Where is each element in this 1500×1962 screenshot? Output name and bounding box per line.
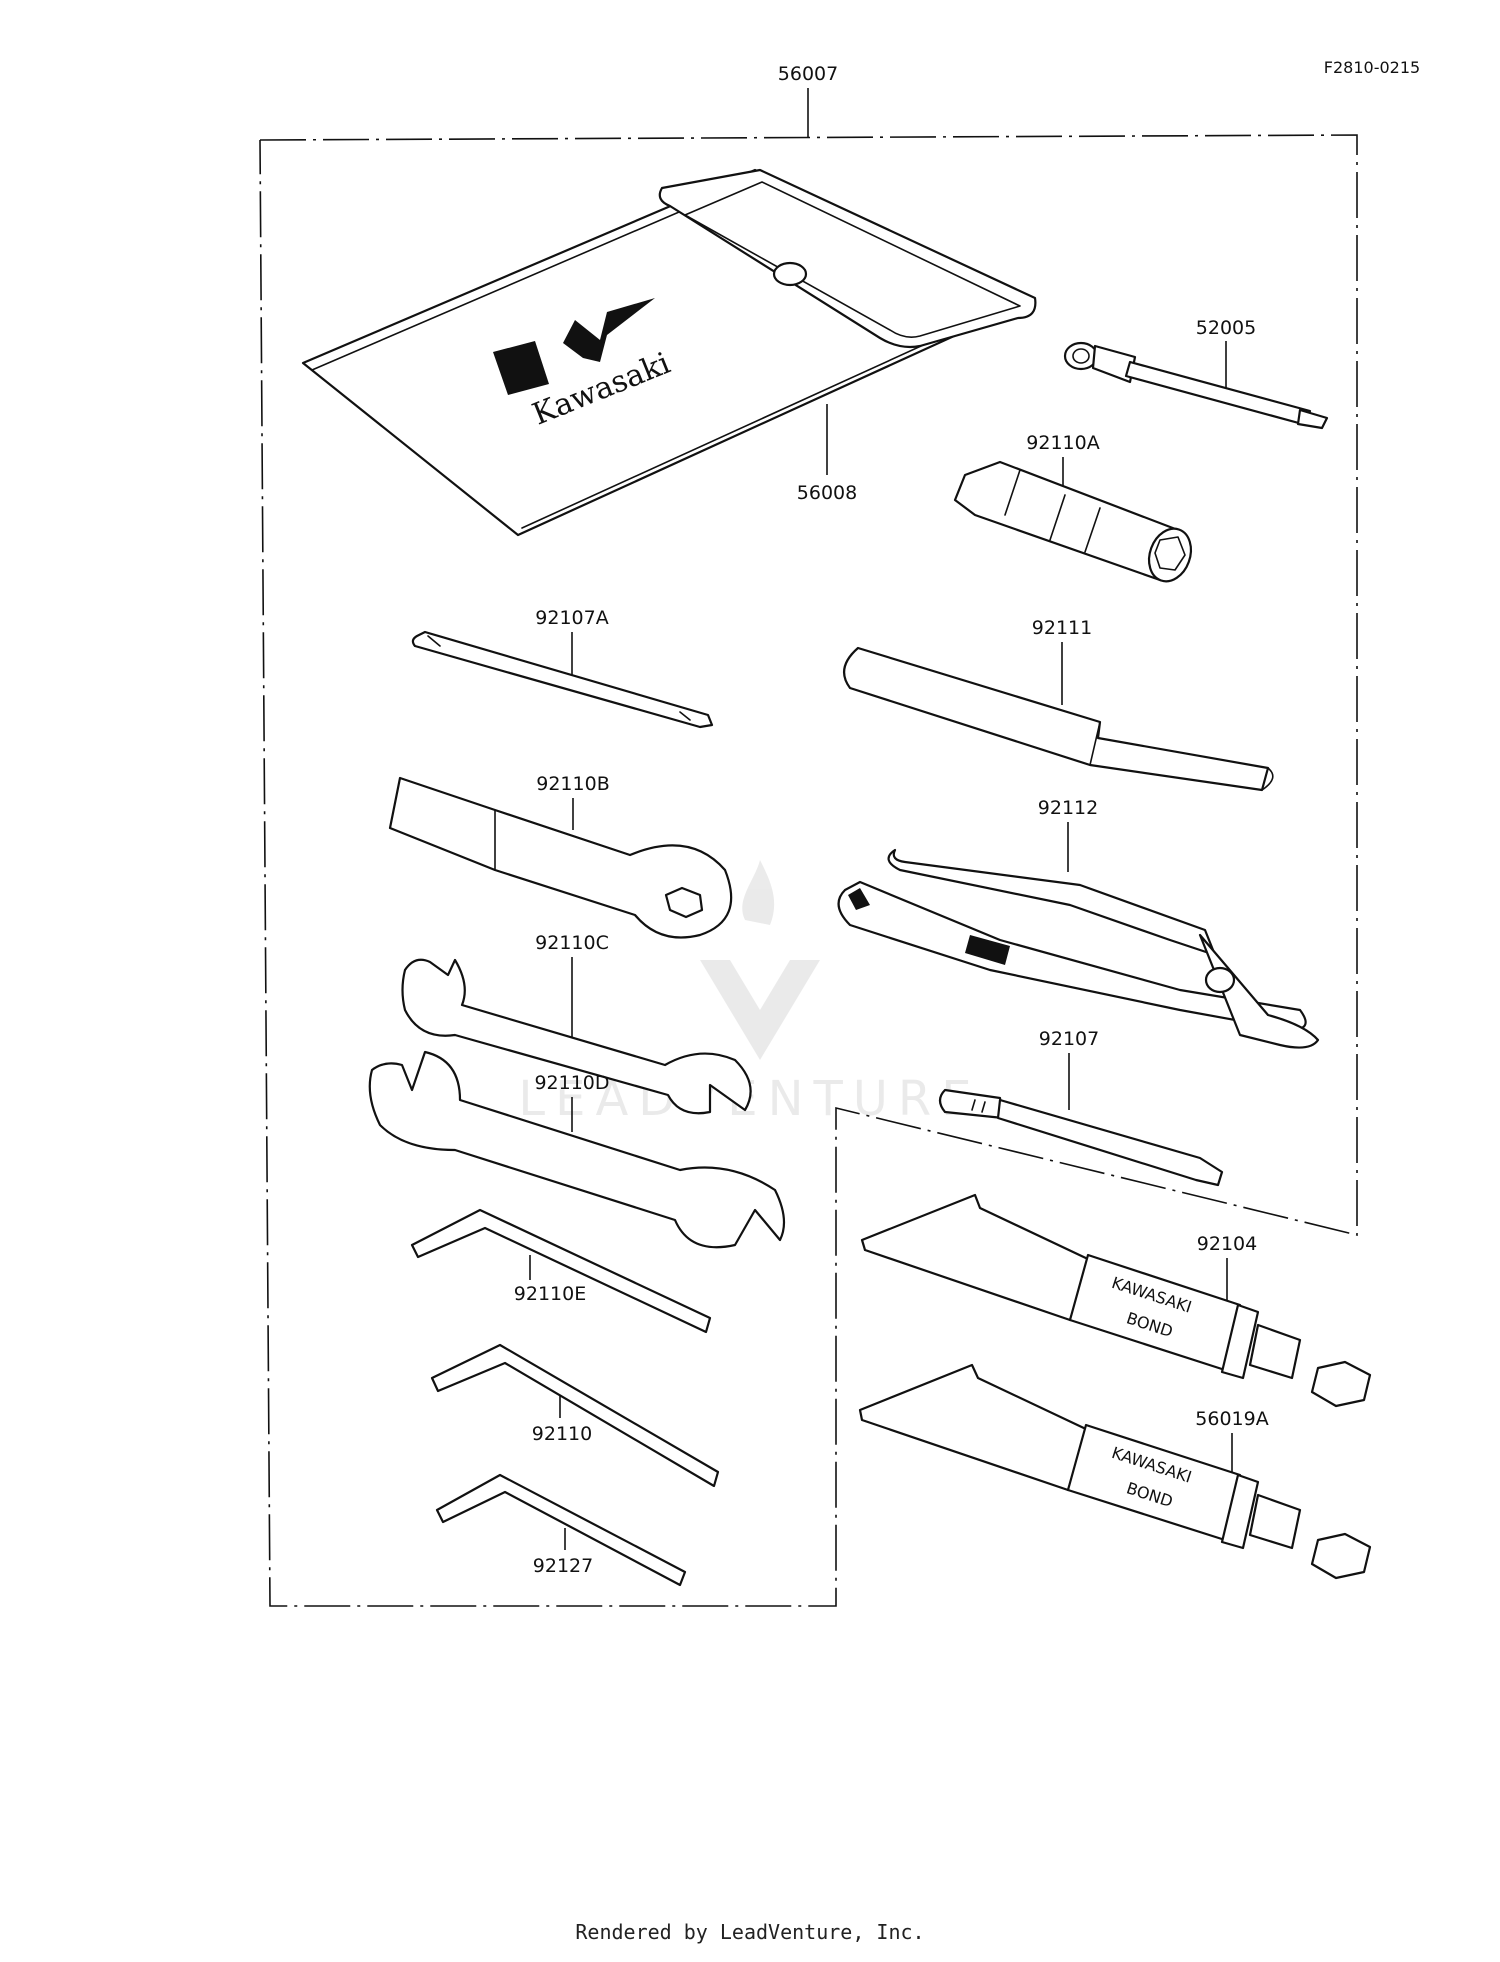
part-label-92110E: 92110E [514,1283,586,1305]
open-wrench-92110C: 92110C [401,932,752,1115]
part-label-92110: 92110 [532,1423,592,1445]
hex-key-92110E: 92110E [410,1208,712,1334]
plug-wrench-handle-52005: 52005 [1063,317,1329,430]
kit-frame: 56007 [259,63,1358,1607]
part-label-56007: 56007 [778,63,838,85]
screwdriver-92107: 92107 [938,1028,1224,1187]
part-label-92107: 92107 [1039,1028,1099,1050]
part-label-92104: 92104 [1197,1233,1257,1255]
part-label-92110D: 92110D [534,1072,609,1094]
socket-wrench-92110A: 92110A [953,432,1193,583]
part-label-92110C: 92110C [535,932,609,954]
figure-code: F2810-0215 [1324,58,1420,77]
pliers-92112: 92112 [837,797,1320,1049]
open-wrench-92110D: 92110D [368,1050,786,1249]
part-label-92110B: 92110B [536,773,609,795]
part-label-92111: 92111 [1032,617,1092,639]
render-credit: Rendered by LeadVenture, Inc. [575,1920,925,1944]
part-label-52005: 52005 [1196,317,1256,339]
part-label-56019A: 56019A [1195,1408,1268,1430]
part-label-92110A: 92110A [1026,432,1099,454]
part-label-92107A: 92107A [535,607,608,629]
part-label-56008: 56008 [797,482,857,504]
screwdriver-handle-92111: 92111 [842,617,1274,792]
screwdriver-92107A: 92107A [411,607,714,729]
bond-tube-56019A: 56019A KAWASAKI BOND [858,1363,1372,1580]
part-label-92112: 92112 [1038,797,1098,819]
hex-key-92127: 92127 [435,1473,687,1587]
bond-tube-92104: 92104 KAWASAKI BOND [860,1193,1372,1408]
hex-key-92110: 92110 [430,1343,720,1488]
tool-bag-56008: Kawasaki 56008 [301,168,1037,537]
part-label-92127: 92127 [533,1555,593,1577]
ring-wrench-92110B: 92110B [388,773,733,939]
